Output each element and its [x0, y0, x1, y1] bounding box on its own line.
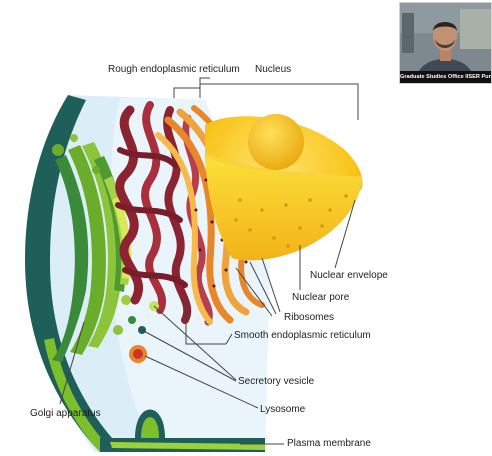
label-nuclear-pore: Nuclear pore: [292, 292, 349, 303]
label-smooth-er: Smooth endoplasmic reticulum: [234, 330, 371, 341]
label-rough-er: Rough endoplasmic reticulum: [108, 64, 240, 75]
label-nuclear-envelope: Nuclear envelope: [310, 270, 388, 281]
label-secretory-vesicle: Secretory vesicle: [238, 376, 314, 387]
webcam-caption: Graduate Studies Office IISER Pune: [400, 71, 491, 83]
label-nucleus: Nucleus: [255, 64, 291, 75]
nucleolus: [248, 114, 304, 170]
webcam-video[interactable]: Graduate Studies Office IISER Pune: [399, 2, 492, 84]
label-plasma-membrane: Plasma membrane: [287, 438, 371, 449]
label-ribosomes: Ribosomes: [284, 312, 334, 323]
label-golgi: Golgi apparatus: [30, 408, 101, 419]
lysosome-inner: [133, 349, 143, 359]
label-lysosome: Lysosome: [260, 404, 305, 415]
